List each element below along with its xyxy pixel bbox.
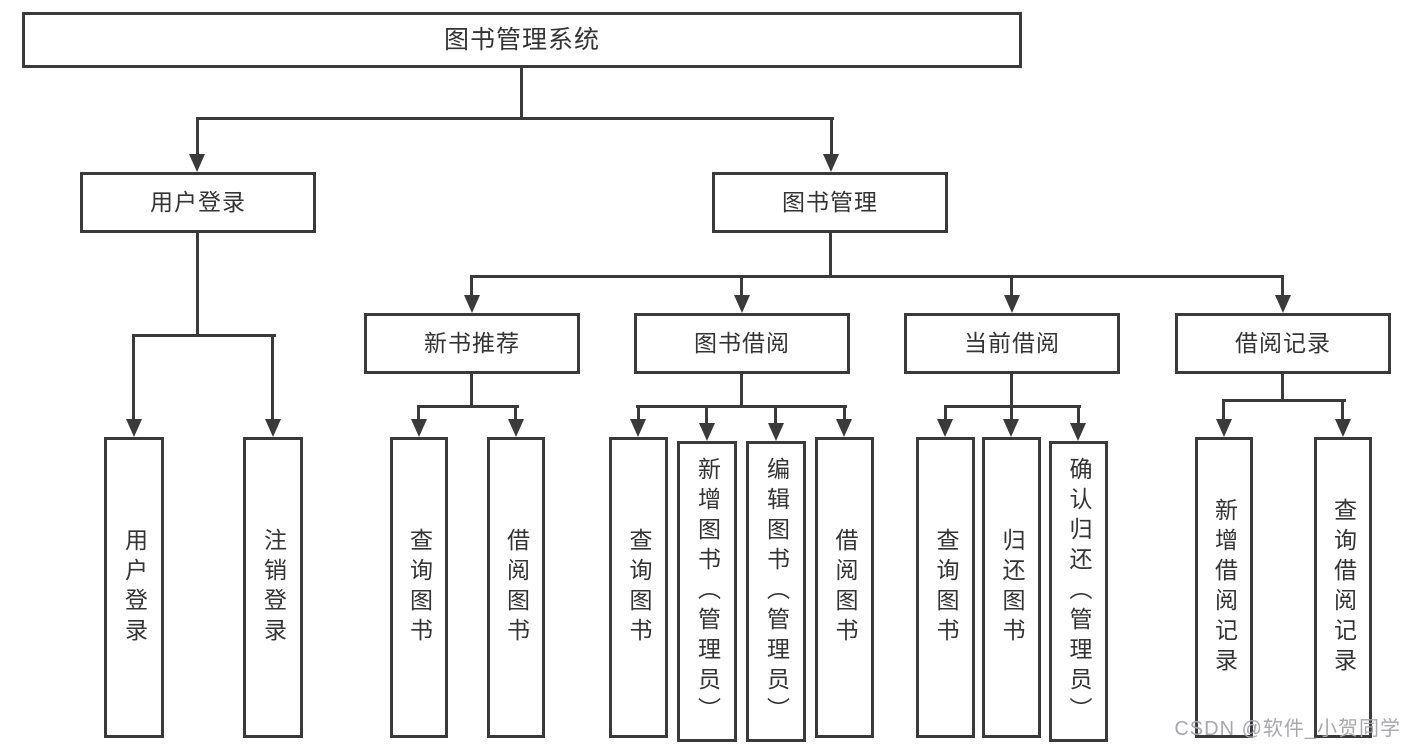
- connector-book-mgmt-trunk: [829, 233, 832, 278]
- arrow-down-icon: [411, 419, 427, 437]
- connector-drop: [1077, 405, 1080, 425]
- connector-drop: [514, 405, 517, 421]
- arrow-down-icon: [126, 419, 142, 437]
- connector-drop: [944, 405, 947, 421]
- node-return-books: 归还图书: [982, 437, 1041, 738]
- node-borrow-records: 借阅记录: [1175, 313, 1391, 374]
- node-current-borrow: 当前借阅: [904, 313, 1120, 374]
- arrow-down-icon: [464, 295, 480, 313]
- connector-records-split: [1222, 399, 1346, 402]
- node-add-borrow-record: 新增借阅记录: [1195, 437, 1253, 738]
- connector-drop: [196, 117, 199, 156]
- connector-drop: [1222, 399, 1225, 421]
- connector-drop: [1010, 405, 1013, 421]
- arrow-down-icon: [937, 419, 953, 437]
- watermark: CSDN @软件_小贺同学: [1174, 718, 1401, 740]
- connector-drop: [740, 275, 743, 299]
- arrow-down-icon: [1216, 419, 1232, 437]
- connector-drop: [132, 334, 135, 421]
- node-new-book-recommend: 新书推荐: [364, 313, 580, 374]
- connector-drop: [774, 405, 777, 425]
- arrow-down-icon: [1070, 423, 1086, 441]
- arrow-down-icon: [1275, 295, 1291, 313]
- connector-root-split: [196, 117, 834, 120]
- arrow-down-icon: [1003, 419, 1019, 437]
- node-confirm-return-admin: 确认归还（管理员）: [1049, 441, 1108, 742]
- node-current-query-books: 查询图书: [916, 437, 975, 738]
- arrow-down-icon: [768, 423, 784, 441]
- connector-drop: [830, 117, 833, 156]
- node-query-borrow-record: 查询借阅记录: [1314, 437, 1372, 738]
- connector-recommend-trunk: [470, 374, 473, 408]
- node-borrow-borrow-books: 借阅图书: [815, 437, 874, 738]
- node-recommend-borrow-books: 借阅图书: [487, 437, 545, 738]
- connector-user-login-split: [132, 334, 276, 337]
- connector-drop: [705, 405, 708, 425]
- arrow-down-icon: [189, 154, 205, 172]
- connector-drop: [271, 334, 274, 421]
- connector-drop: [417, 405, 420, 421]
- connector-records-trunk: [1281, 374, 1284, 402]
- connector-book-mgmt-split: [470, 275, 1284, 278]
- arrow-down-icon: [630, 419, 646, 437]
- node-add-books-admin: 新增图书（管理员）: [677, 441, 737, 742]
- connector-current-borrow-trunk: [1010, 374, 1013, 407]
- connector-book-borrow-split: [636, 405, 847, 408]
- connector-drop: [843, 405, 846, 421]
- node-book-borrow: 图书借阅: [634, 313, 850, 374]
- arrow-down-icon: [1335, 419, 1351, 437]
- node-root: 图书管理系统: [22, 12, 1022, 68]
- arrow-down-icon: [836, 419, 852, 437]
- arrow-down-icon: [823, 154, 839, 172]
- connector-drop: [1341, 399, 1344, 421]
- connector-user-login-trunk: [196, 233, 199, 337]
- connector-root-trunk: [520, 67, 523, 119]
- connector-recommend-split: [417, 405, 519, 408]
- arrow-down-icon: [508, 419, 524, 437]
- arrow-down-icon: [734, 295, 750, 313]
- node-recommend-query-books: 查询图书: [390, 437, 448, 738]
- node-logout: 注销登录: [243, 437, 303, 738]
- connector-drop: [637, 405, 640, 421]
- connector-drop: [1010, 275, 1013, 299]
- arrow-down-icon: [1004, 295, 1020, 313]
- arrow-down-icon: [699, 423, 715, 441]
- connector-drop: [470, 275, 473, 299]
- arrow-down-icon: [265, 419, 281, 437]
- connector-drop: [1281, 275, 1284, 299]
- node-book-management: 图书管理: [712, 172, 948, 233]
- connector-book-borrow-trunk: [740, 374, 743, 407]
- node-user-login-action: 用户登录: [104, 437, 164, 738]
- node-borrow-query-books: 查询图书: [609, 437, 668, 738]
- node-user-login: 用户登录: [80, 172, 316, 233]
- node-edit-books-admin: 编辑图书（管理员）: [746, 441, 806, 742]
